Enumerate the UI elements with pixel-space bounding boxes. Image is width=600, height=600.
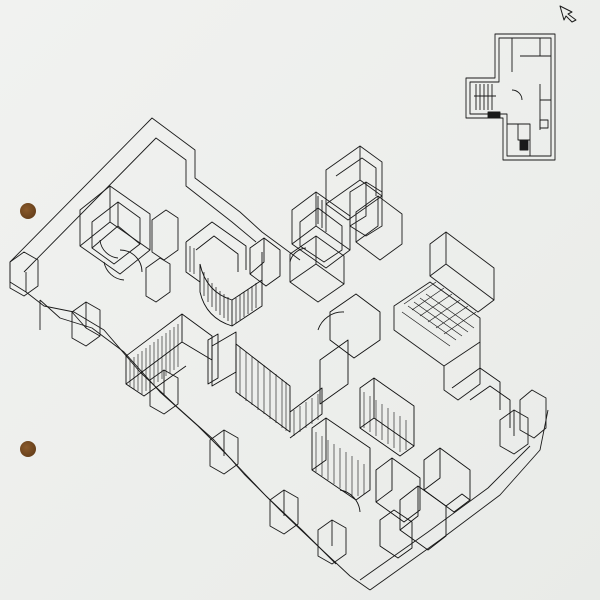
room-upper-middle [289, 145, 403, 303]
room-lower-left [39, 261, 125, 330]
room-lower-right [311, 367, 511, 559]
staircase [393, 231, 495, 401]
exterior-wall [9, 117, 549, 591]
key-plan [465, 33, 556, 161]
punch-hole-top [20, 203, 36, 219]
wall-pilasters [9, 251, 547, 565]
curved-core [185, 221, 281, 327]
arrow-icon [559, 5, 577, 23]
punch-hole-bottom [20, 441, 36, 457]
central-partitions [125, 293, 381, 439]
room-upper-left [79, 185, 179, 303]
